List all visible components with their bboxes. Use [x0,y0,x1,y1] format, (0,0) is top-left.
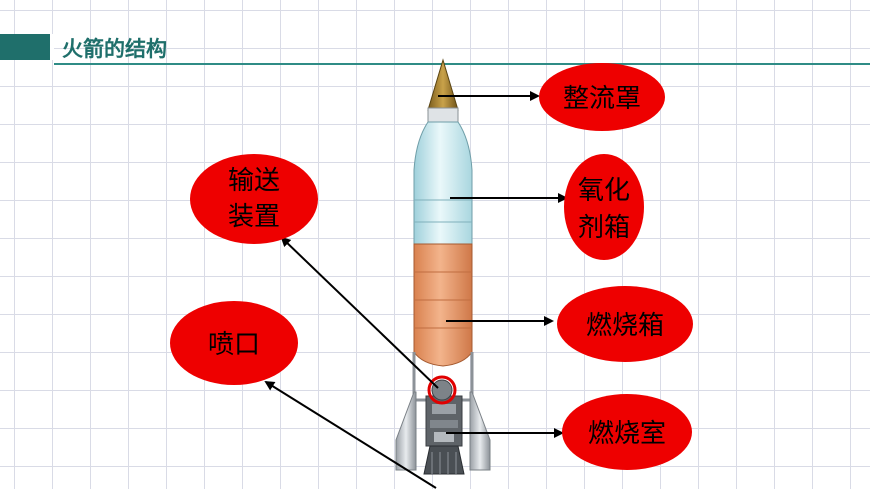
label-fuel-tank-text: 燃烧箱 [586,311,664,341]
nose-band [427,107,459,123]
label-oxidizer-line1: 氧化 [578,176,630,206]
page-title: 火箭的结构 [62,37,167,61]
nose-cone [427,58,459,111]
nozzle-shape [423,445,465,475]
turbopump [431,379,453,401]
fuel-tank-shape [413,243,473,367]
turbopump-highlight [427,375,457,405]
label-oxidizer: 氧化 剂箱 [564,154,644,260]
label-nozzle: 喷口 [170,301,298,385]
header-bar-accent [50,34,54,60]
label-combustion: 燃烧室 [562,394,692,470]
label-fairing-text: 整流罩 [563,84,641,114]
label-fuel-tank: 燃烧箱 [557,286,693,362]
arrow-nozzle [264,380,437,489]
label-combustion-text: 燃烧室 [588,419,666,449]
label-feed: 输送 装置 [190,154,318,244]
label-nozzle-text: 喷口 [208,330,260,360]
label-fairing: 整流罩 [539,63,665,131]
rocket [395,58,491,475]
engine-detail [430,420,458,428]
header-bar [0,34,50,60]
left-fin [395,391,417,471]
label-feed-line1: 输送 [228,166,280,196]
engine-detail [434,432,454,442]
arrow-feed [280,236,439,389]
right-fin [469,391,491,471]
oxidizer-tank-shape [413,121,473,245]
label-feed-line2: 装置 [228,202,280,232]
engine-detail [432,404,456,414]
callout-arrows [264,91,568,489]
label-oxidizer-line2: 剂箱 [578,213,630,243]
header-underline [54,63,870,65]
